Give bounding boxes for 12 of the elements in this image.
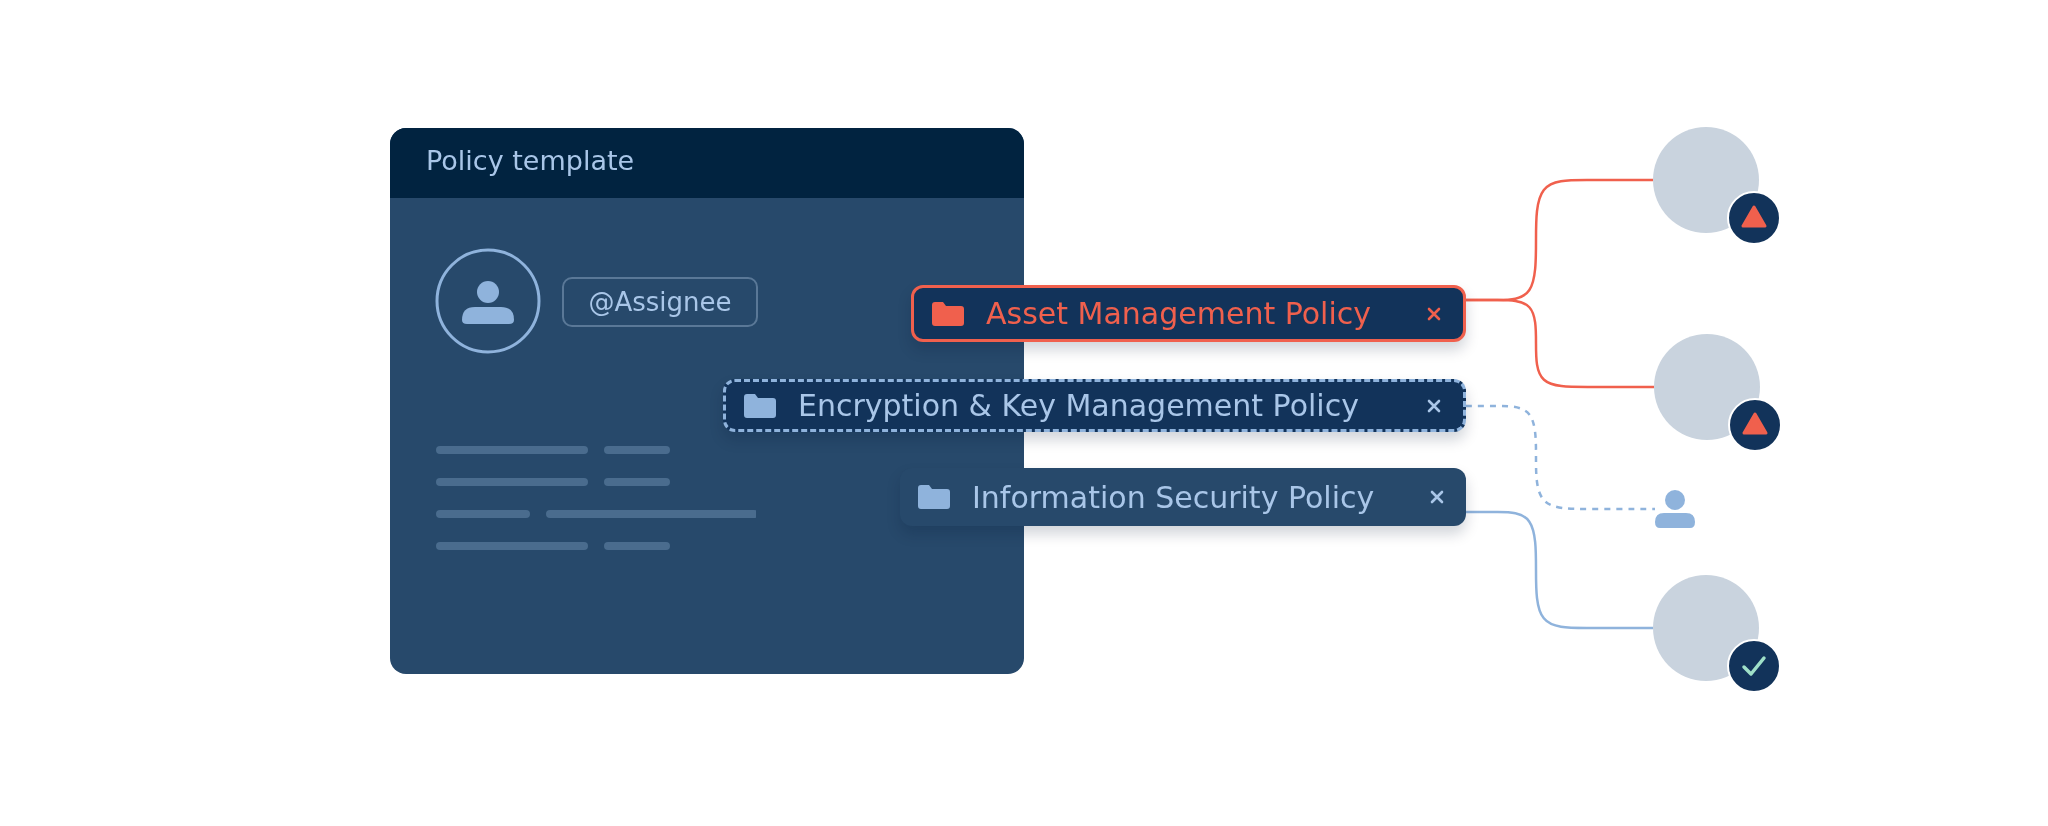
connector-line: [1466, 298, 1654, 389]
mention-chip: @Assignee: [562, 277, 758, 327]
tag-label: Encryption & Key Management Policy: [798, 388, 1359, 423]
policy-tag: [900, 468, 1466, 526]
tag-label: Asset Management Policy: [986, 296, 1371, 331]
person-icon: [1655, 490, 1695, 528]
card-title: Policy template: [426, 145, 635, 176]
policy-tag: [911, 285, 1466, 342]
connector-line: [1466, 404, 1655, 511]
connector-line: [1466, 510, 1653, 630]
tag-label: Information Security Policy: [972, 479, 1375, 515]
policy-tag: [723, 379, 1466, 432]
